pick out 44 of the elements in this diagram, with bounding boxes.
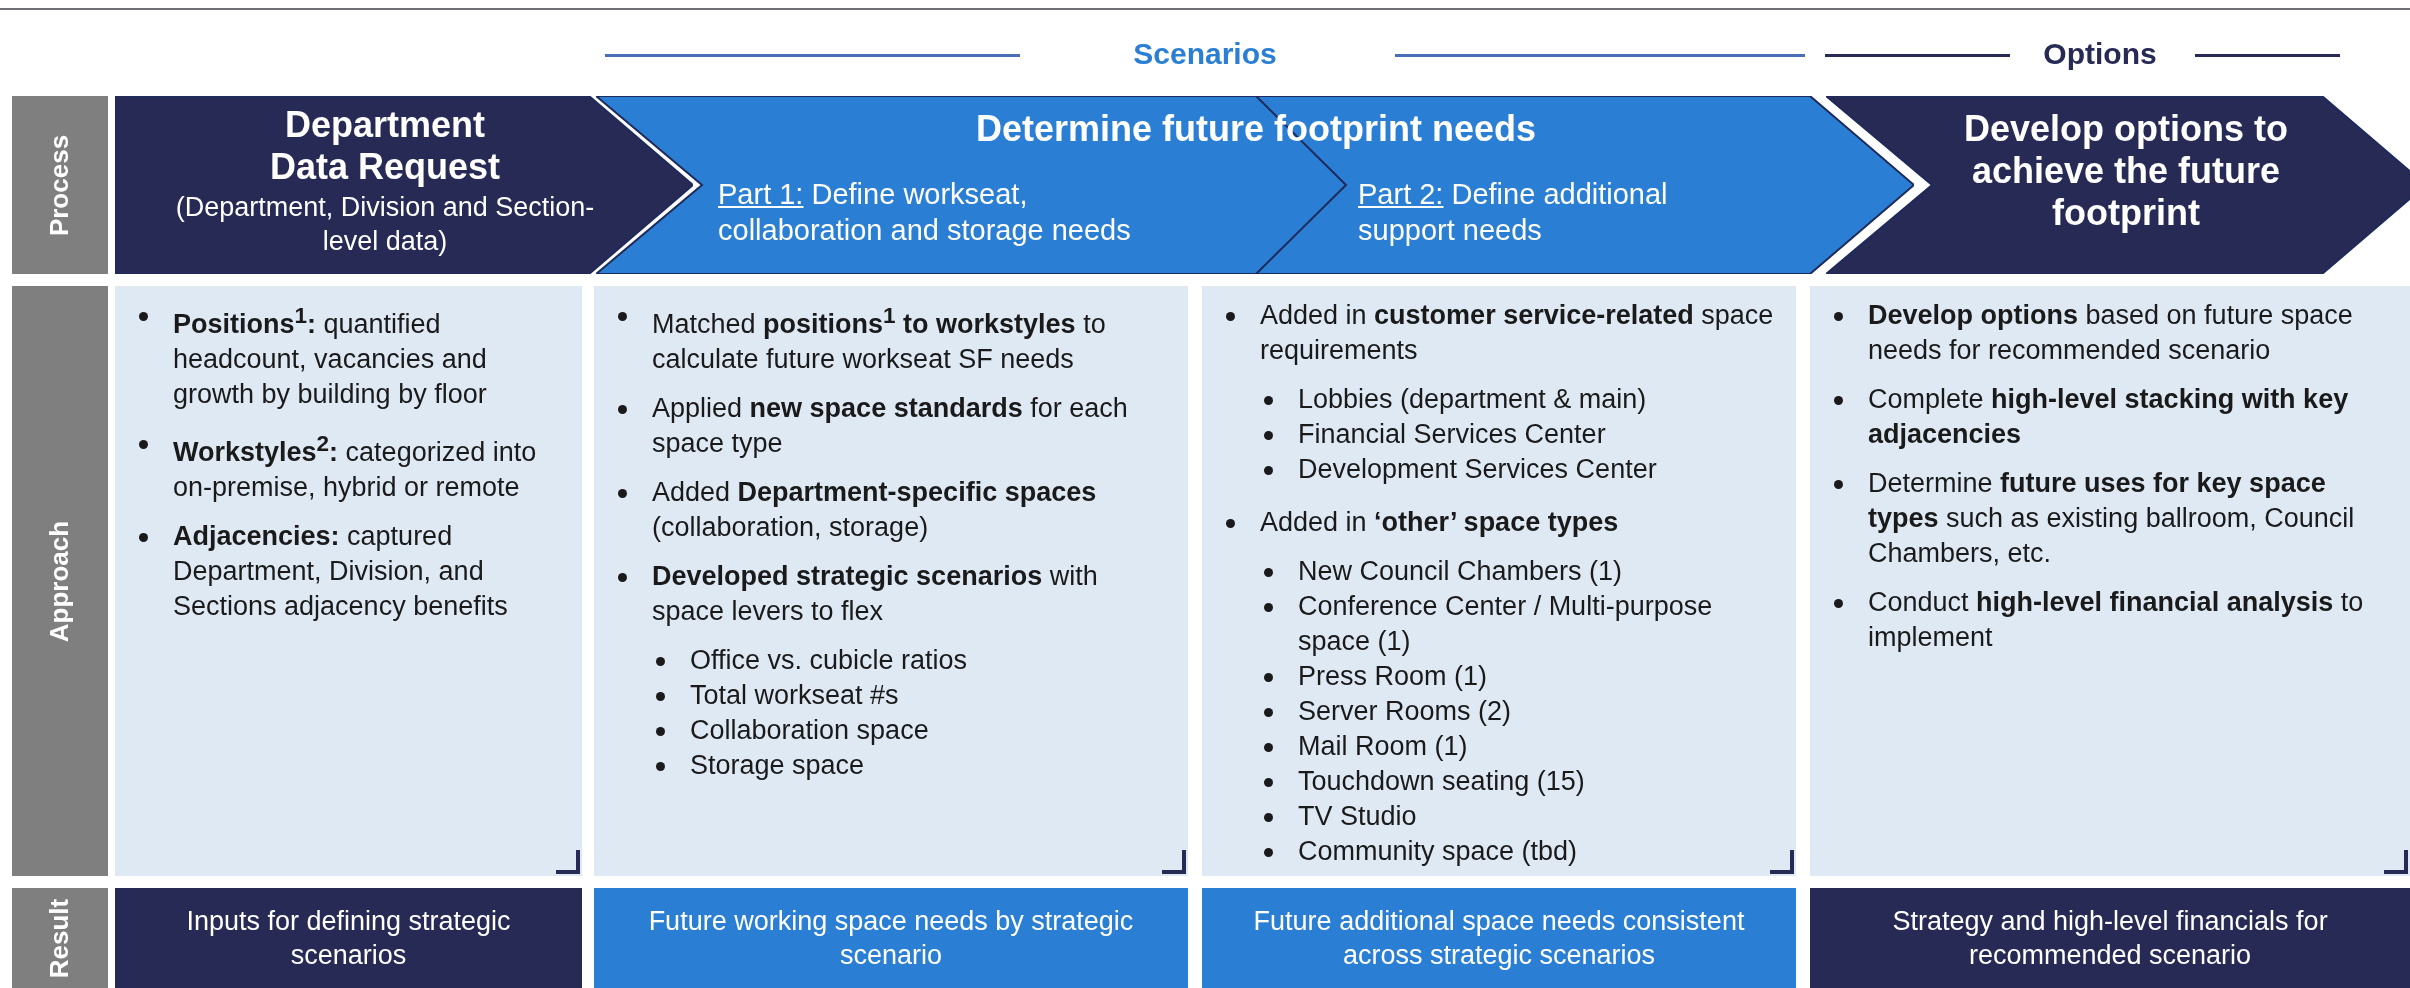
result-banner: Future working space needs by strategic scenario <box>594 888 1188 988</box>
bullet-text: Financial Services Center <box>1298 419 1606 449</box>
bullet-text: Development Services Center <box>1298 454 1657 484</box>
bullet-text: Conference Center / Multi-purpose space (1) <box>1298 591 1713 656</box>
step-description: Part 2: Define additional support needs <box>1358 177 1669 248</box>
content-panel <box>1202 286 1796 876</box>
bullet-text: Complete high-level stacking with key adjacencies <box>1868 384 2349 449</box>
content-panel <box>115 286 582 876</box>
row-header: Result <box>12 888 108 988</box>
bullet-text: Determine future uses for key space types such as existing ballroom, Council Chambers, etc. <box>1868 468 2355 568</box>
content-panel <box>594 286 1188 876</box>
row-header: Process <box>12 96 108 274</box>
step-subtitle: (Department, Division and Section-level data) <box>174 191 596 258</box>
bullet-text: Develop options based on future space needs for recommended scenario <box>1868 300 2353 365</box>
result-banner: Strategy and high-level financials for recommended scenario <box>1810 888 2410 988</box>
bullet-text: Developed strategic scenarios with space levers to flex <box>652 561 1098 626</box>
bullet-text: Added Department-specific spaces (collaboration, storage) <box>652 477 1097 542</box>
bullet-text: TV Studio <box>1298 801 1417 831</box>
bullet-text: Total workseat #s <box>690 680 899 710</box>
step-title: Department Data Request <box>268 104 502 188</box>
result-banner: Future additional space needs consistent across strategic scenarios <box>1202 888 1796 988</box>
bullet-text: Server Rooms (2) <box>1298 696 1512 726</box>
bullet-text: Touchdown seating (15) <box>1298 766 1585 796</box>
bullet-text: Storage space <box>690 750 865 780</box>
result-banner: Inputs for defining strategic scenarios <box>115 888 582 988</box>
bullet-text: Added in customer service-related space requirements <box>1260 300 1774 365</box>
step-description: Part 1: Define workseat, collaboration and storage needs <box>718 177 1132 248</box>
bullet-text: Added in ‘other’ space types <box>1260 507 1619 537</box>
bullet-text: Conduct high-level financial analysis to implement <box>1868 587 2364 652</box>
step-title: Develop options to achieve the future footprint <box>1963 108 2289 234</box>
bullet-text: Office vs. cubicle ratios <box>690 645 968 675</box>
bullet-text: Press Room (1) <box>1298 661 1488 691</box>
bullet-text: Lobbies (department & main) <box>1298 384 1647 414</box>
bullet-text: New Council Chambers (1) <box>1298 556 1623 586</box>
bullet-text: Adjacencies: captured Department, Division, and Sections adjacency benefits <box>173 521 508 621</box>
bullet-text: Collaboration space <box>690 715 929 745</box>
content-panel <box>1810 286 2410 876</box>
bullet-text: Mail Room (1) <box>1298 731 1468 761</box>
row-header: Approach <box>12 286 108 876</box>
bullet-text: Applied new space standards for each space type <box>652 393 1128 458</box>
section-heading: Options <box>2042 36 2158 72</box>
bullet-text: Community space (tbd) <box>1298 836 1578 866</box>
section-heading: Scenarios <box>1132 36 1278 72</box>
bullet-text: Positions$^{1}$: quantified headcount, vacancies and growth by building by floor <box>173 309 487 409</box>
